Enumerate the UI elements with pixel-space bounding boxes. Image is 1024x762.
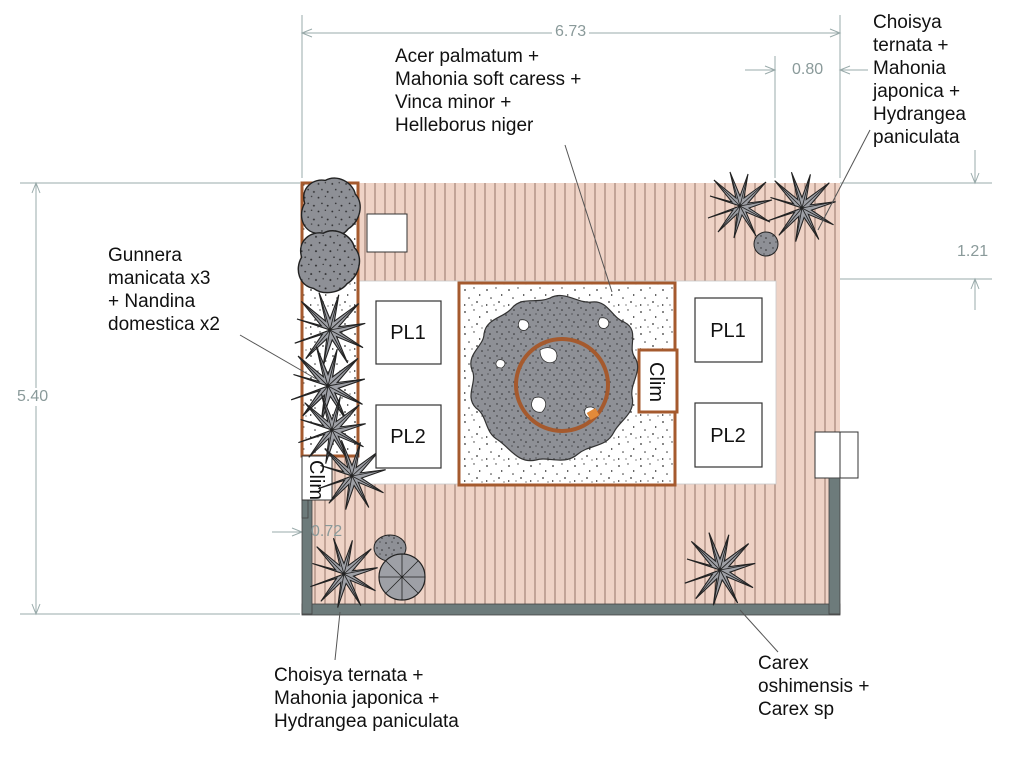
annotation-top-center: Acer palmatum + Mahonia soft caress + Vi… bbox=[395, 46, 582, 136]
dim-width: 6.73 bbox=[552, 23, 590, 41]
small-shrub bbox=[753, 231, 779, 257]
annotation-bottom-right: Carex oshimensis + Carex sp bbox=[758, 653, 870, 720]
dim-corner-offset: 0.80 bbox=[789, 61, 827, 79]
planter-right-bottom-label: PL2 bbox=[710, 425, 746, 447]
tree-trunk-ring bbox=[514, 337, 610, 433]
planter-right-top bbox=[694, 297, 763, 363]
dim-right-offset: 1.21 bbox=[954, 243, 992, 261]
center-climber-label: Clim bbox=[645, 362, 667, 402]
annotation-bottom-left: Choisya ternata + Mahonia japonica + Hyd… bbox=[274, 665, 459, 732]
door-frame-right bbox=[814, 431, 859, 479]
planters bbox=[375, 297, 763, 469]
left-climber-label: Clim bbox=[305, 460, 327, 500]
annotation-left: Gunnera manicata x3 + Nandina domestica … bbox=[108, 245, 220, 335]
square-post bbox=[366, 213, 408, 253]
planter-left-bottom-label: PL2 bbox=[390, 426, 426, 448]
acer-canopy bbox=[470, 294, 639, 462]
leader-lines bbox=[239, 129, 871, 661]
planter-left-top-label: PL1 bbox=[390, 322, 426, 344]
planter-right-bottom bbox=[694, 402, 763, 468]
boundary-wall bbox=[301, 477, 841, 616]
dim-left-offset: 0.72 bbox=[311, 523, 343, 540]
center-climber-box bbox=[637, 348, 679, 414]
planter-left-bottom bbox=[375, 404, 442, 469]
annotation-top-right: Choisya ternata + Mahonia japonica + Hyd… bbox=[873, 12, 966, 148]
tree-stake bbox=[586, 408, 600, 420]
planter-right-top-label: PL1 bbox=[710, 320, 746, 342]
left-climber-box bbox=[301, 455, 333, 501]
planter-left-top bbox=[375, 300, 442, 365]
dim-height: 5.40 bbox=[14, 388, 52, 406]
